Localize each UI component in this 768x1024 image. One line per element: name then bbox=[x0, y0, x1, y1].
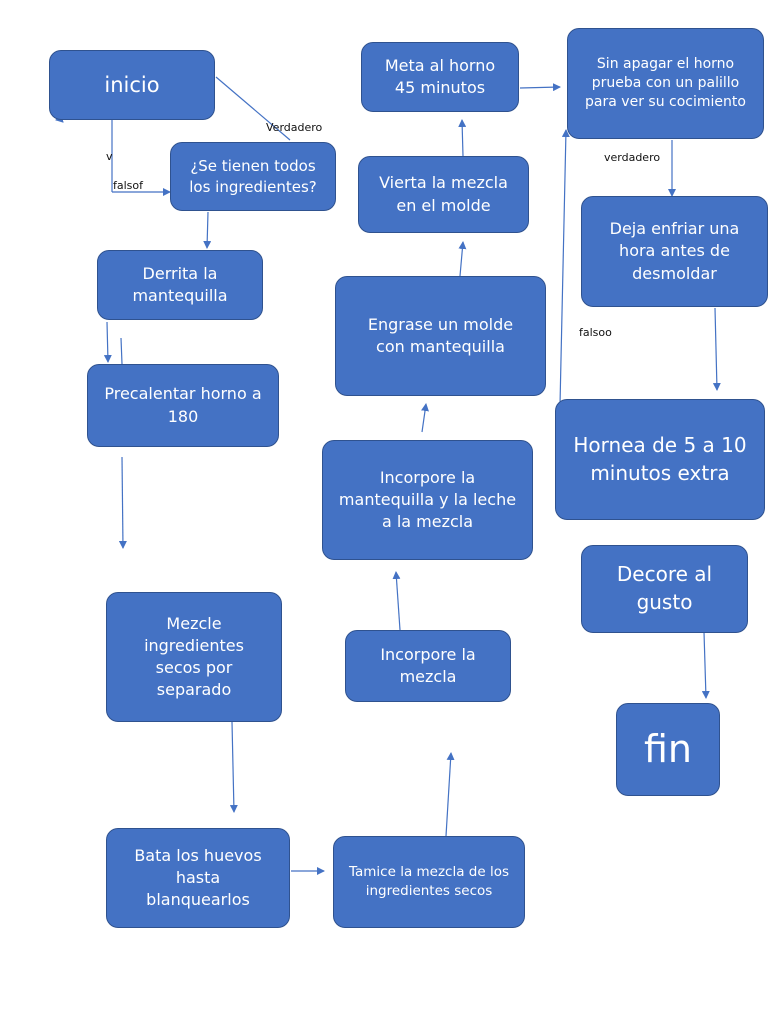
node-hornea[interactable]: Hornea de 5 a 10 minutos extra bbox=[555, 399, 765, 520]
node-precalentar[interactable]: Precalentar horno a 180 bbox=[87, 364, 279, 447]
node-deja-enfriar[interactable]: Deja enfriar una hora antes de desmoldar bbox=[581, 196, 768, 307]
edge-engrase-up bbox=[458, 241, 467, 277]
edge-tamice-up bbox=[445, 752, 455, 837]
node-tamice[interactable]: Tamice la mezcla de los ingredientes sec… bbox=[333, 836, 525, 928]
edge-hornea-to-sin-apagar bbox=[559, 129, 570, 406]
node-sin-apagar[interactable]: Sin apagar el horno prueba con un palill… bbox=[567, 28, 764, 139]
node-incorpore-mezcla[interactable]: Incorpore la mezcla bbox=[345, 630, 511, 702]
node-fin[interactable]: fin bbox=[616, 703, 720, 796]
edge-vierta-up bbox=[458, 119, 467, 157]
edge-incorpore-mantequilla-up bbox=[421, 403, 429, 433]
edge-meta-to-sin-apagar bbox=[519, 83, 561, 92]
node-bata[interactable]: Bata los huevos hasta blanquearlos bbox=[106, 828, 290, 928]
edge-incorpore-up bbox=[392, 571, 401, 631]
node-inicio[interactable]: inicio bbox=[49, 50, 215, 120]
node-meta[interactable]: Meta al horno 45 minutos bbox=[361, 42, 519, 112]
node-mezcle[interactable]: Mezcle ingredientes secos por separado bbox=[106, 592, 282, 722]
label-verdadero: Verdadero bbox=[266, 121, 323, 134]
edge-precalentar-down bbox=[118, 456, 127, 549]
node-vierta[interactable]: Vierta la mezcla en el molde bbox=[358, 156, 529, 233]
node-engrase[interactable]: Engrase un molde con mantequilla bbox=[335, 276, 546, 396]
label-falsoo: falsoo bbox=[579, 326, 612, 339]
edge-question-to-derrita bbox=[203, 211, 212, 249]
label-falsof: falsof bbox=[113, 179, 144, 192]
label-verdadero-2: verdadero bbox=[604, 151, 661, 164]
label-v: v bbox=[106, 150, 113, 163]
edge-decore-to-fin bbox=[701, 631, 710, 699]
edge-derrita-side bbox=[120, 337, 123, 365]
node-incorpore-mantequilla[interactable]: Incorpore la mantequilla y la leche a la… bbox=[322, 440, 533, 560]
edge-derrita-to-precalentar bbox=[103, 321, 112, 363]
node-derrita[interactable]: Derrita la mantequilla bbox=[97, 250, 263, 320]
node-decore[interactable]: Decore al gusto bbox=[581, 545, 748, 633]
edge-inicio-to-question bbox=[215, 76, 291, 141]
edge-deja-to-hornea bbox=[712, 307, 721, 391]
edge-mezcle-to-bata bbox=[229, 721, 238, 813]
node-question[interactable]: ¿Se tienen todos los ingredientes? bbox=[170, 142, 336, 211]
